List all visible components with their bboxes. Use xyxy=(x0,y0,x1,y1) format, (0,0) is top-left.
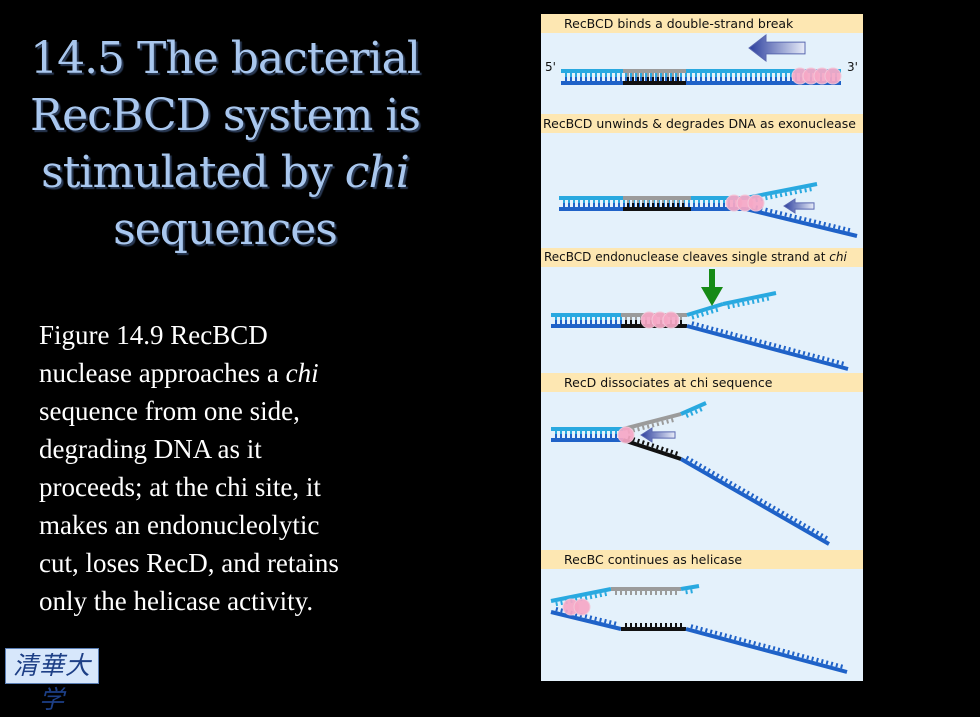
p4-enzyme-1 xyxy=(617,426,635,444)
panel-3-label-text: RecBCD endonuclease cleaves single stran… xyxy=(544,250,830,264)
p2-duplex-bottom-ticks xyxy=(563,203,740,207)
p2-bottom-tail xyxy=(745,207,858,238)
p1-chi-bottom-ticks xyxy=(627,77,679,81)
panel-3-label: RecBCD endonuclease cleaves single stran… xyxy=(541,248,863,267)
panel-5-label: RecBC continues as helicase xyxy=(541,550,863,569)
title-line-2: RecBCD system is xyxy=(30,90,421,141)
p3-top-tail-2 xyxy=(722,291,777,306)
slide-title: 14.5 The bacterial RecBCD system is stim… xyxy=(20,30,430,258)
recbcd-diagram xyxy=(550,33,858,674)
p5-enzyme-2 xyxy=(573,598,591,616)
p4-top-tail-ticks xyxy=(685,407,703,418)
title-line-3-text: stimulated by xyxy=(41,147,345,198)
caption-line-6: makes an endonucleolytic xyxy=(39,510,320,540)
p5-top-chi-ticks xyxy=(615,591,677,595)
caption-chi: chi xyxy=(285,358,319,388)
caption-line-2: nuclease approaches a chi xyxy=(39,354,399,392)
p5-bottom-tail-ticks xyxy=(690,624,844,669)
p3-cut-arrow-shaft xyxy=(709,269,715,293)
title-line-4: sequences xyxy=(113,204,338,255)
title-line-3: stimulated by chi xyxy=(20,144,430,201)
title-chi: chi xyxy=(344,147,410,198)
caption-line-2-text: nuclease approaches a xyxy=(39,358,286,388)
p2-direction-arrow xyxy=(783,198,815,214)
three-prime-label: 3' xyxy=(847,60,858,74)
caption-line-7: cut, loses RecD, and retains xyxy=(39,548,339,578)
p4-bottom-chi xyxy=(622,438,682,461)
p3-cut-arrow-head xyxy=(701,287,723,306)
p2-chi-bottom-ticks xyxy=(627,203,684,207)
recbcd-figure: RecBCD binds a double-strand break RecBC… xyxy=(541,14,863,681)
p4-bottom-tail-ticks xyxy=(685,455,828,540)
p5-bottom-chi-ticks xyxy=(625,623,682,627)
p1-chi-top-ticks xyxy=(627,73,679,77)
caption-line-8: only the helicase activity. xyxy=(39,586,314,616)
p4-direction-arrow xyxy=(640,427,676,443)
caption-line-3: sequence from one side, xyxy=(39,396,300,426)
figure-caption: Figure 14.9 RecBCD nuclease approaches a… xyxy=(39,316,399,620)
p2-enzyme-3 xyxy=(747,194,765,212)
panel-2-label: RecBCD unwinds & degrades DNA as exonucl… xyxy=(541,114,863,133)
five-prime-label: 5' xyxy=(545,60,556,74)
p3-top-tail-1-ticks xyxy=(691,307,719,320)
p1-enzyme-4 xyxy=(824,67,842,85)
p3-enzyme-3 xyxy=(662,311,680,329)
p4-duplex-bottom-ticks xyxy=(555,434,617,438)
panel-4-label: RecD dissociates at chi sequence xyxy=(541,373,863,392)
p1-direction-arrow xyxy=(748,33,806,63)
p4-top-chi xyxy=(622,412,682,431)
caption-line-5: proceeds; at the chi site, it xyxy=(39,472,321,502)
p5-top-left xyxy=(550,587,612,603)
tsinghua-logo: 清華大学 xyxy=(5,648,99,714)
p3-top-tail-1 xyxy=(686,302,724,317)
title-line-1: 14.5 The bacterial xyxy=(30,33,421,84)
p5-bottom-tail xyxy=(685,627,848,674)
p2-duplex-top-ticks xyxy=(563,200,740,204)
p5-bottom-left xyxy=(550,610,622,631)
slide: 14.5 The bacterial RecBCD system is stim… xyxy=(5,14,863,714)
p4-duplex-top-ticks xyxy=(555,431,617,435)
panel-1-label: RecBCD binds a double-strand break xyxy=(541,14,863,33)
p3-bottom-tail xyxy=(686,324,849,371)
caption-line-4: degrading DNA as it xyxy=(39,434,262,464)
caption-line-1: Figure 14.9 RecBCD xyxy=(39,320,268,350)
p3-bottom-tail-ticks xyxy=(691,321,845,366)
p5-top-tail xyxy=(680,584,700,591)
p3-top-tail-2-ticks xyxy=(727,296,770,310)
p4-bottom-tail xyxy=(680,457,830,546)
p2-chi-top-ticks xyxy=(627,200,684,204)
panel-3-label-chi: chi xyxy=(829,250,847,264)
p5-top-tail-ticks xyxy=(685,589,693,595)
p4-top-tail xyxy=(680,401,707,416)
